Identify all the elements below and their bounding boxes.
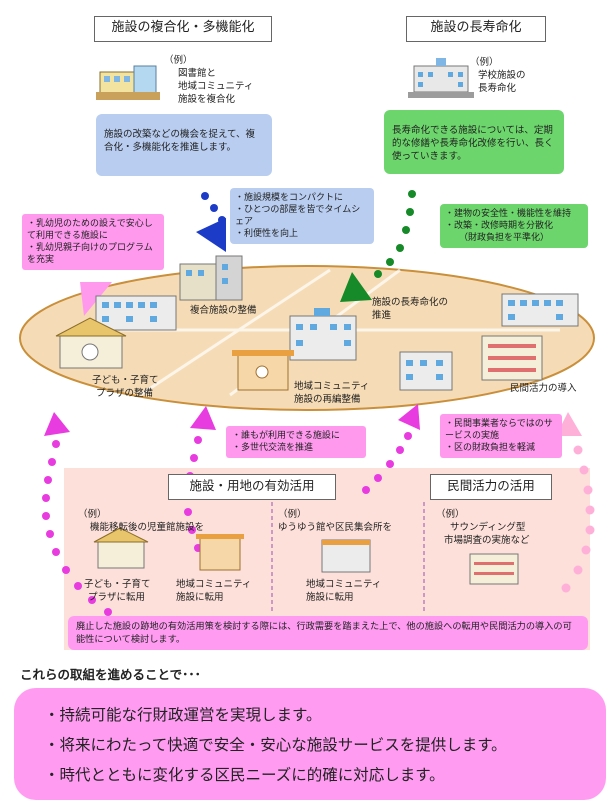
label-line: プラザに転用	[88, 592, 146, 603]
complex-example: （例） 図書館と 地域コミュニティ 施設を複合化	[164, 54, 274, 106]
building-icon-community-plaza	[232, 350, 294, 391]
building-icon-lower-kids	[93, 527, 149, 569]
effective-mid-item: 地域コミュニティ 施設に転用	[306, 578, 381, 604]
green-dotted-connector	[374, 190, 416, 278]
callout-line: ・ひとつの部屋を皆でタイムシェア	[235, 205, 361, 227]
pink-top-callout: ・乳幼児のための設えで安心して利用できる施設に ・乳幼児親子向けのプログラムを充…	[22, 214, 164, 270]
summary-heading: これらの取組を進めることで･･･	[20, 667, 201, 682]
effective-left-item1: 子ども・子育て プラザに転用	[84, 578, 151, 604]
blue-callout: ・施設規模をコンパクトに ・ひとつの部屋を皆でタイムシェア ・利便性を向上	[230, 188, 374, 244]
label-line: 施設の再編整備	[294, 394, 361, 405]
label-line: 地域コミュニティ	[176, 579, 252, 590]
light-pink-arrow	[556, 412, 582, 436]
building-icon-school-left	[95, 295, 177, 331]
blue-dotted-connector	[201, 192, 226, 224]
building-icon-lower-private	[469, 553, 519, 585]
example-line: 図書館と	[178, 68, 217, 79]
plaza-label-kids: 子ども・子育て プラザの整備	[92, 374, 159, 400]
magenta-mid-arrow	[190, 406, 216, 430]
longevity-title: 施設の長寿命化	[406, 16, 546, 42]
example-line: 学校施設の	[478, 70, 526, 81]
private-use-example: （例） サウンディング型 市場調査の実施など	[436, 508, 530, 547]
callout-line: ・多世代交流を推進	[232, 443, 314, 453]
callout-line: ・誰もが利用できる施設に	[232, 431, 340, 441]
building-icon-lower-community-1	[196, 534, 244, 571]
summary-item: ・将来にわたって快適で安全・安心な施設サービスを提供します。	[44, 736, 507, 754]
longevity-description: 長寿命化できる施設については、定期的な修繕や長寿命化改修を行い、長く使っていきま…	[384, 110, 564, 174]
plaza-label-complex: 複合施設の整備	[190, 305, 257, 316]
effective-mid-example: （例） ゆうゆう館や区民集会所を	[278, 508, 392, 534]
green-callout: ・建物の安全性・機能性を維持 ・改築・改修時期を分散化 （財政負担を平準化）	[440, 204, 588, 248]
callout-line: ・乳幼児親子向けのプログラムを充実	[27, 243, 153, 265]
label-line: 施設に転用	[306, 592, 354, 603]
building-icon-school-top	[408, 58, 474, 98]
label-line: プラザの整備	[96, 388, 154, 399]
magenta-right-arrow	[398, 404, 420, 430]
label-line: 施設に転用	[176, 592, 224, 603]
plaza-label-community: 地域コミュニティ 施設の再編整備	[294, 380, 369, 406]
example-label: （例）	[278, 509, 307, 520]
magenta-right-connector	[362, 432, 412, 494]
example-line: 長寿命化	[478, 83, 517, 94]
light-pink-connector	[561, 445, 595, 593]
label-line: 推進	[372, 310, 392, 321]
callout-line: ・民間事業者ならではのサービスの実施	[445, 419, 553, 441]
label-line: 子ども・子育て	[84, 579, 151, 590]
callout-line: ・改築・改修時期を分散化	[445, 221, 554, 231]
example-line: 地域コミュニティ	[178, 81, 254, 92]
effective-use-title: 施設・用地の有効活用	[168, 474, 336, 500]
effective-left-item2: 地域コミュニティ 施設に転用	[176, 578, 251, 604]
building-icon-right-school	[501, 293, 579, 327]
longevity-example: （例） 学校施設の 長寿命化	[470, 56, 560, 95]
plaza-label-private: 民間活力の導入	[510, 383, 577, 394]
example-line: 施設を複合化	[178, 94, 236, 105]
example-line: ゆうゆう館や区民集会所を	[278, 522, 393, 533]
building-icon-private	[481, 335, 543, 381]
pink-mid-callout: ・誰もが利用できる施設に ・多世代交流を推進	[226, 426, 366, 458]
label-line: 子ども・子育て	[92, 375, 159, 386]
example-label: （例）	[470, 57, 499, 68]
green-arrow-head	[340, 272, 372, 302]
complex-title: 施設の複合化・多機能化	[94, 16, 272, 42]
example-line: 市場調査の実施など	[444, 535, 530, 546]
pink-right-callout: ・民間事業者ならではのサービスの実施 ・区の財政負担を軽減	[440, 414, 562, 458]
magenta-left-arrow	[44, 412, 70, 436]
example-label: （例）	[164, 55, 193, 66]
callout-line: ・施設規模をコンパクトに	[235, 193, 344, 203]
building-icon-library	[96, 65, 160, 100]
building-icon-kids-plaza	[55, 317, 127, 369]
building-icon-lower-community-2	[321, 539, 371, 573]
private-use-title: 民間活力の活用	[430, 474, 552, 500]
summary-item: ・時代とともに変化する区民ニーズに的確に対応します。	[44, 766, 445, 784]
magenta-left-connector	[42, 440, 112, 616]
label-line: 地域コミュニティ	[294, 381, 370, 392]
blue-arrow-head	[196, 218, 226, 252]
summary-box: ・持続可能な行財政運営を実現します。 ・将来にわたって快適で安全・安心な施設サー…	[14, 688, 606, 800]
callout-line: ・利便性を向上	[235, 229, 299, 239]
effective-left-example: （例） 機能移転後の児童館施設を	[78, 508, 204, 534]
callout-line: （財政負担を平準化）	[459, 233, 550, 243]
example-line: 機能移転後の児童館施設を	[90, 522, 205, 533]
example-label: （例）	[436, 509, 465, 520]
plaza-label-longevity: 施設の長寿命化の 推進	[372, 296, 448, 322]
label-line: 施設の長寿命化の	[372, 297, 449, 308]
callout-line: ・区の財政負担を軽減	[445, 443, 536, 453]
example-line: サウンディング型	[450, 522, 526, 533]
building-icon-longevity-school	[399, 351, 453, 391]
complex-description: 施設の改築などの機会を捉えて、複合化・多機能化を推進します。	[96, 114, 272, 176]
summary-item: ・持続可能な行財政運営を実現します。	[44, 706, 322, 724]
label-line: 地域コミュニティ	[306, 579, 382, 590]
callout-line: ・乳幼児のための設えで安心して利用できる施設に	[27, 219, 153, 241]
example-label: （例）	[78, 509, 107, 520]
building-icon-community-center	[289, 308, 357, 361]
bottom-note: 廃止した施設の跡地の有効活用策を検討する際には、行政需要を踏まえた上で、他の施設…	[68, 616, 588, 650]
callout-line: ・建物の安全性・機能性を維持	[445, 209, 572, 219]
building-icon-complex	[179, 255, 243, 301]
